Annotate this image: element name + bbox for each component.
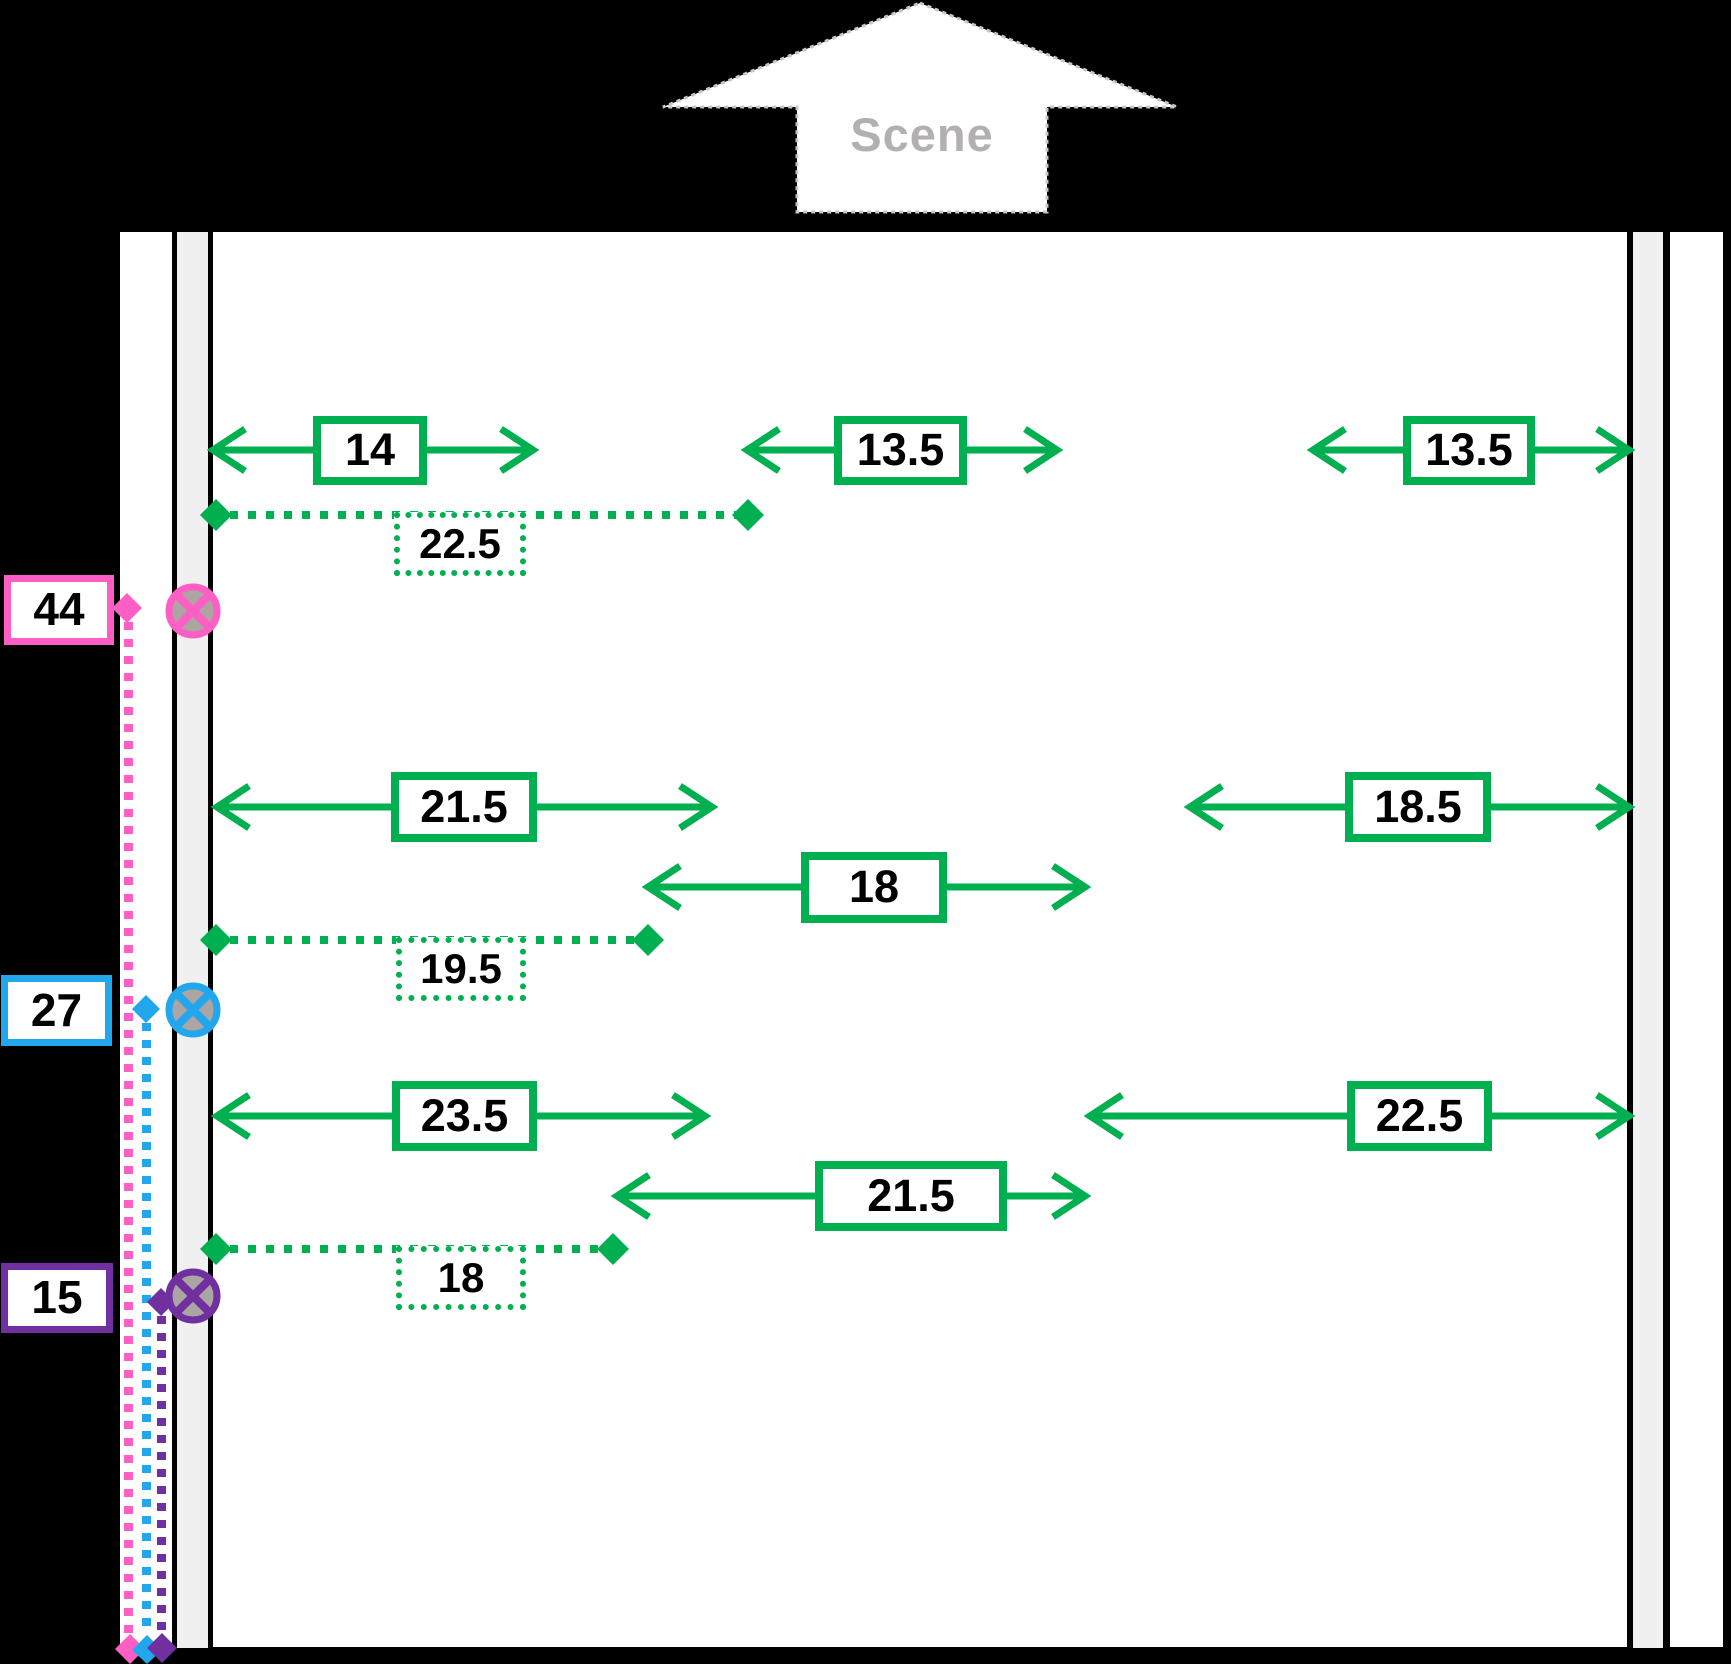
- left-wing-strip: [120, 232, 172, 1647]
- marker-label-27: 27: [1, 975, 112, 1046]
- measurement-box-21-5-center: 21.5: [815, 1161, 1007, 1231]
- right-wall-outer-line: [1663, 232, 1670, 1647]
- measurement-box-21-5-left: 21.5: [391, 772, 537, 842]
- right-track-strip: [1633, 232, 1663, 1648]
- right-wing-strip: [1670, 232, 1723, 1647]
- measurement-box-13-5-right: 13.5: [1403, 416, 1535, 485]
- dashed-measurement-box-18: 18: [396, 1246, 526, 1310]
- left-track-strip: [177, 232, 208, 1648]
- scene-arrow-label: Scene: [850, 108, 994, 161]
- measurement-box-14: 14: [313, 416, 427, 485]
- dashed-measurement-box-19-5: 19.5: [396, 937, 526, 1001]
- measurement-box-22-5-right: 22.5: [1347, 1081, 1492, 1151]
- measurement-box-18-5: 18.5: [1345, 772, 1491, 842]
- right-wall-inner-line: [1627, 232, 1633, 1647]
- dashed-measurement-box-22-5: 22.5: [394, 512, 526, 576]
- marker-label-44: 44: [4, 575, 114, 645]
- measurement-box-23-5: 23.5: [392, 1081, 537, 1151]
- marker-label-15: 15: [1, 1263, 113, 1333]
- measurement-box-13-5-center: 13.5: [834, 416, 967, 485]
- left-wall-outer-line: [172, 232, 177, 1647]
- measurement-box-18: 18: [801, 852, 947, 923]
